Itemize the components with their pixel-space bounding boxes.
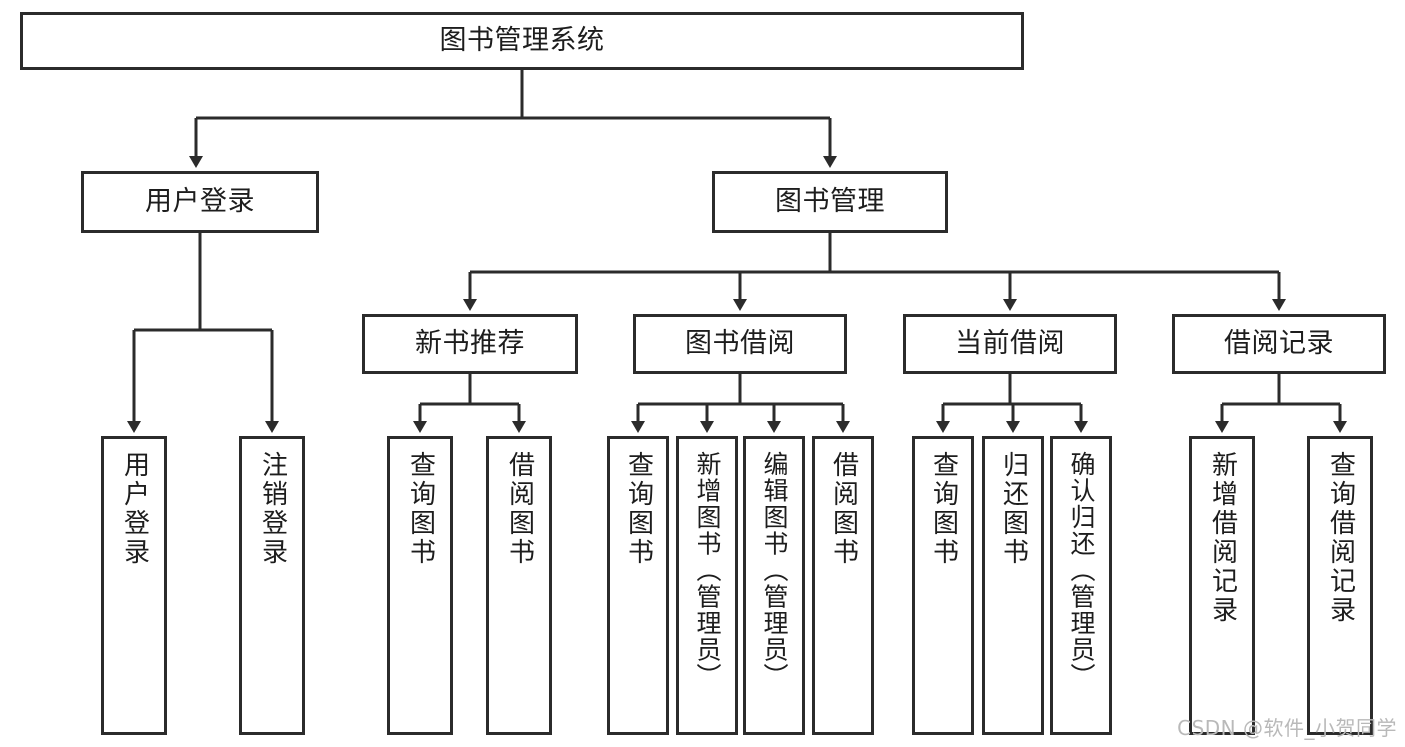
node-leaf-add-borrow-record-label: 新增借阅记录 [1207,451,1238,625]
node-leaf-edit-book-admin[interactable]: 编辑图书（管理员） [743,436,805,735]
node-leaf-user-login[interactable]: 用户登录 [101,436,167,735]
node-borrow-record-label: 借阅记录 [1224,328,1334,360]
node-leaf-query-borrow-record-label: 查询借阅记录 [1325,451,1356,625]
node-leaf-query-book-borrow-label: 查询图书 [623,451,654,567]
node-leaf-query-borrow-record[interactable]: 查询借阅记录 [1307,436,1373,735]
node-leaf-edit-book-admin-label: 编辑图书（管理员） [760,451,789,690]
node-current-borrow-label: 当前借阅 [955,328,1065,360]
node-book-borrow[interactable]: 图书借阅 [633,314,847,374]
node-new-book-recommend-label: 新书推荐 [415,328,525,360]
node-leaf-confirm-return-admin-label: 确认归还（管理员） [1067,451,1096,690]
node-leaf-confirm-return-admin[interactable]: 确认归还（管理员） [1050,436,1112,735]
node-leaf-return-book[interactable]: 归还图书 [982,436,1044,735]
node-current-borrow[interactable]: 当前借阅 [903,314,1117,374]
node-root[interactable]: 图书管理系统 [20,12,1024,70]
node-leaf-query-book-current-label: 查询图书 [928,451,959,567]
node-leaf-user-logout[interactable]: 注销登录 [239,436,305,735]
node-leaf-add-book-admin[interactable]: 新增图书（管理员） [676,436,738,735]
node-borrow-record[interactable]: 借阅记录 [1172,314,1386,374]
node-new-book-recommend[interactable]: 新书推荐 [362,314,578,374]
node-root-label: 图书管理系统 [439,25,605,57]
node-leaf-query-book-recommend[interactable]: 查询图书 [387,436,453,735]
node-leaf-borrow-book-recommend[interactable]: 借阅图书 [486,436,552,735]
node-book-management[interactable]: 图书管理 [712,171,948,233]
csdn-watermark: CSDN @软件_小贺同学 [1177,716,1397,740]
node-leaf-return-book-label: 归还图书 [998,451,1029,567]
node-leaf-add-book-admin-label: 新增图书（管理员） [693,451,722,690]
node-leaf-query-book-borrow[interactable]: 查询图书 [607,436,669,735]
node-leaf-user-login-label: 用户登录 [119,451,150,567]
node-leaf-borrow-book-label: 借阅图书 [828,451,859,567]
node-leaf-borrow-book-recommend-label: 借阅图书 [504,451,535,567]
node-leaf-user-logout-label: 注销登录 [257,451,288,567]
node-leaf-add-borrow-record[interactable]: 新增借阅记录 [1189,436,1255,735]
node-leaf-borrow-book[interactable]: 借阅图书 [812,436,874,735]
node-book-management-label: 图书管理 [775,186,885,218]
node-leaf-query-book-current[interactable]: 查询图书 [912,436,974,735]
node-user-login[interactable]: 用户登录 [81,171,319,233]
node-book-borrow-label: 图书借阅 [685,328,795,360]
node-user-login-label: 用户登录 [145,186,255,218]
node-leaf-query-book-recommend-label: 查询图书 [405,451,436,567]
